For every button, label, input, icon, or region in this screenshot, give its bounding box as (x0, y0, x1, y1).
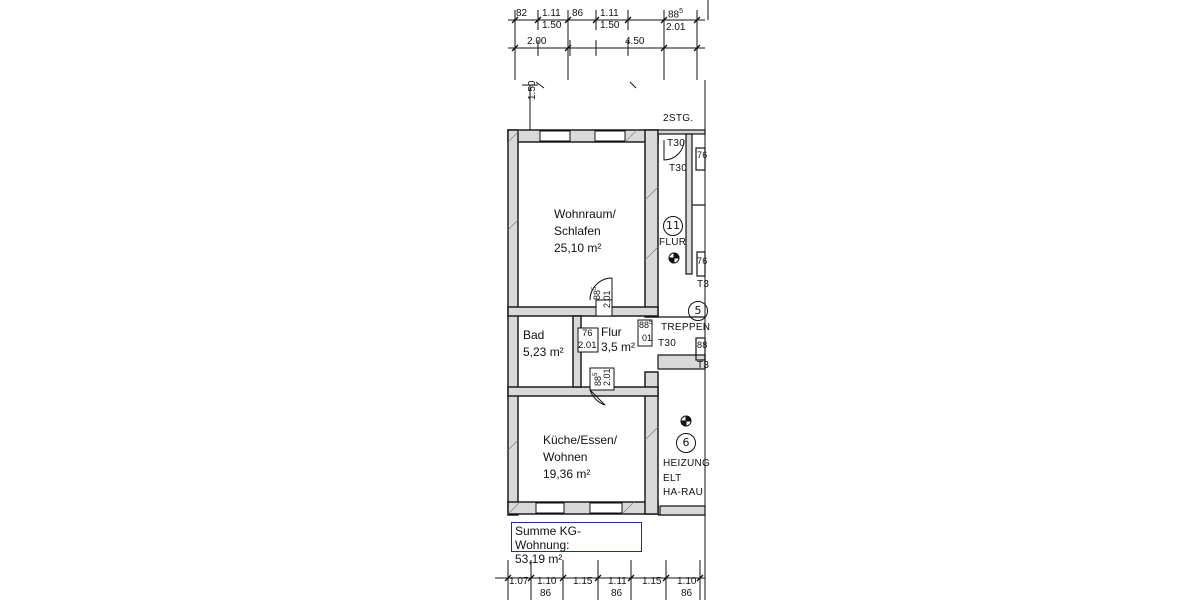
dim-88-5: 885 (668, 8, 684, 21)
dim-2-00: 2.00 (527, 36, 547, 47)
doors (577, 139, 685, 406)
room-wohnraum: Wohnraum/ Schlafen 25,10 m² (554, 206, 616, 257)
room-wohnraum-name-1: Wohnraum/ (554, 207, 616, 221)
door-3-height: 2.01 (602, 368, 612, 386)
bottom-dimension-lines (495, 560, 705, 600)
door-2-height: 2.01 (578, 340, 597, 351)
dim-1-50-a: 1.50 (542, 20, 562, 31)
label-ha-raum: HA-RAU (663, 487, 704, 498)
label-t30-c: T30 (658, 338, 677, 349)
door-4-width: 885 (639, 320, 653, 330)
dim-1-11-a: 1.11 (542, 8, 561, 19)
label-76-a: 76 (697, 150, 708, 160)
label-76-b: 76 (697, 256, 708, 266)
label-treppen: TREPPEN (661, 322, 711, 333)
dim-bottom-86-b: 86 (611, 588, 623, 599)
room-number-11: 11 (663, 216, 683, 236)
dim-bottom-1-10-b: 1.10 (677, 576, 697, 587)
room-number-5: 5 (688, 301, 708, 321)
dim-bottom-1-07: 1.07 (509, 576, 529, 587)
room-number-6: 6 (676, 433, 696, 453)
door-1-height: 2.01 (602, 290, 612, 308)
door-4-height: 01 (642, 333, 653, 343)
fixture-symbols (668, 252, 692, 427)
dim-bottom-1-11: 1.11 (608, 576, 627, 587)
label-2stg: 2STG. (663, 113, 694, 124)
wall-hatching (507, 129, 659, 515)
dim-2-01: 2.01 (666, 22, 686, 33)
room-kueche-name-2: Wohnen (543, 450, 588, 464)
room-flur-area: 3,5 m² (601, 340, 636, 354)
room-kueche-area: 19,36 m² (543, 467, 591, 481)
dim-bottom-1-15-a: 1.15 (573, 576, 593, 587)
dim-1-50-side: 1.50 (527, 80, 538, 100)
dim-82: 82 (516, 8, 528, 19)
dim-4-50: 4.50 (625, 36, 645, 47)
label-t30-b: T30 (669, 163, 688, 174)
area-summary-box: Summe KG- Wohnung: 53,19 m² (511, 522, 642, 566)
dim-bottom-1-10-a: 1.10 (537, 576, 557, 587)
label-heizung: HEIZUNG (663, 458, 711, 469)
dim-bottom-86-c: 86 (681, 588, 693, 599)
room-kueche-name-1: Küche/Essen/ (543, 433, 618, 447)
dim-1-50-b: 1.50 (600, 20, 620, 31)
label-t30-a: T30 (667, 138, 686, 149)
room-kueche: Küche/Essen/ Wohnen 19,36 m² (543, 432, 617, 483)
label-t3-a: T3 (697, 279, 710, 290)
neighbor-structure (657, 129, 706, 516)
door-1-width: 885 (592, 286, 602, 300)
room-bad: Bad 5,23 m² (523, 327, 564, 361)
label-flur-neighbor: FLUR (659, 237, 687, 248)
windows (535, 130, 626, 514)
door-2-width: 76 (582, 328, 593, 339)
bottom-dimension-ticks (504, 574, 704, 582)
dim-bottom-86-a: 86 (540, 588, 552, 599)
top-dimension-ticks (511, 16, 701, 52)
label-t3-b: T3 (697, 360, 710, 371)
summary-title: Summe KG- Wohnung: (515, 524, 582, 552)
summary-total: 53,19 m² (515, 552, 563, 566)
room-flur: Flur (601, 324, 622, 341)
label-88: 88 (697, 340, 708, 350)
dim-86: 86 (572, 8, 584, 19)
room-wohnraum-name-2: Schlafen (554, 224, 601, 238)
dim-bottom-1-15-b: 1.15 (642, 576, 662, 587)
room-wohnraum-area: 25,10 m² (554, 241, 602, 255)
room-bad-name: Bad (523, 328, 545, 342)
room-bad-area: 5,23 m² (523, 345, 564, 359)
dim-1-11-b: 1.11 (600, 8, 619, 19)
label-elt: ELT (663, 473, 682, 484)
room-flur-name: Flur (601, 325, 622, 339)
